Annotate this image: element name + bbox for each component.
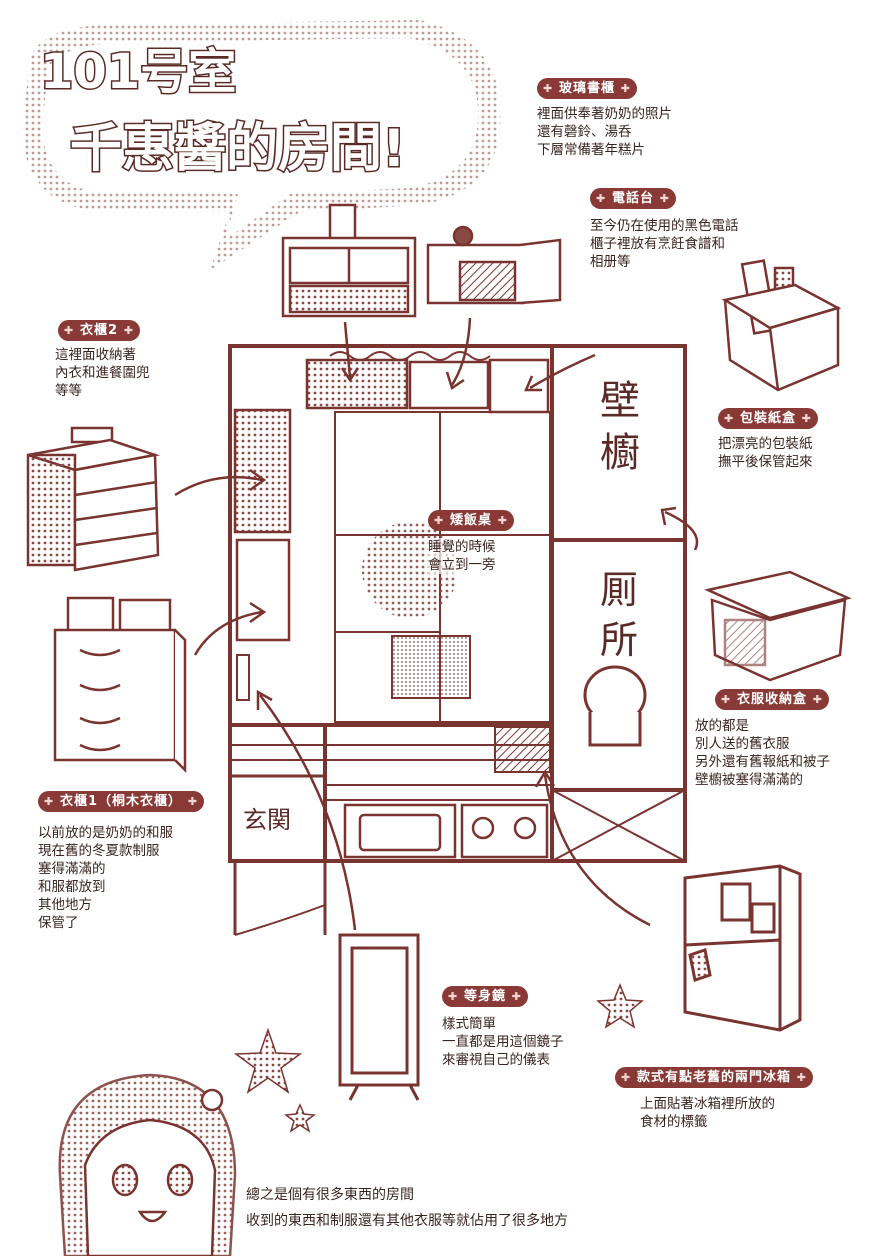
- wardrobe2-tag: 衣櫃2: [58, 320, 141, 341]
- clothes-box-drawing: [704, 570, 852, 682]
- cushion-plan: [391, 635, 471, 699]
- pointer-arrows: [174, 317, 699, 931]
- clothes-box-desc: 放的都是 別人送的舊衣服 另外還有舊報紙和被子 壁櫥被塞得滿滿的: [695, 718, 830, 788]
- wardrobe2-desc: 這裡面收納著 內衣和進餐圍兜 等等: [55, 347, 150, 399]
- title-bubble: [22, 20, 501, 270]
- low-table-desc: 睡覺的時候 會立到一旁: [428, 538, 496, 574]
- page-title-line1: 101号室: [38, 43, 237, 102]
- girl-face-drawing: [58, 1073, 237, 1256]
- fridge-drawing: [683, 864, 802, 1032]
- wrap-box-plan: [488, 358, 550, 414]
- glass-cabinet-tag: 玻璃書櫃: [537, 78, 638, 99]
- mirror-drawing: [338, 933, 420, 1101]
- clothes-box-plan: [494, 726, 551, 773]
- room-closet-label: 壁櫥: [600, 378, 640, 476]
- floor-plan: [228, 344, 687, 863]
- room-entrance-label: 玄関: [243, 806, 291, 834]
- phone-stand-plan: [408, 360, 490, 410]
- glass-cabinet-drawing: [281, 203, 417, 318]
- glass-cabinet-plan: [305, 358, 409, 410]
- wardrobe2-drawing: [26, 426, 160, 572]
- glass-cabinet-desc: 裡面供奉著奶奶的照片 還有磬鈴、湯呑 下層常備著年糕片: [537, 106, 672, 158]
- room-toilet-label: 厠所: [600, 568, 639, 662]
- footer-line1: 總之是個有很多東西的房間: [246, 1187, 414, 1203]
- star-decorations: [233, 982, 644, 1133]
- kitchen: [343, 803, 549, 859]
- wardrobe1-plan: [235, 538, 291, 642]
- wrap-box-desc: 把漂亮的包裝紙 撫平後保管起來: [718, 436, 813, 470]
- wardrobe1-desc: 以前放的是奶奶的和服 現在舊的冬夏款制服 塞得滿滿的 和服都放到 其他地方 保管…: [38, 825, 173, 931]
- wardrobe2-plan: [233, 408, 292, 534]
- wrap-box-tag: 包裝紙盒: [718, 408, 819, 429]
- phone-stand-drawing: [426, 225, 562, 305]
- fridge-desc: 上面貼著冰箱裡所放的 食材的標籤: [640, 1096, 775, 1130]
- mirror-plan: [236, 654, 250, 701]
- fridge-tag: 款式有點老舊的兩門冰箱: [615, 1067, 814, 1088]
- wardrobe1-drawing: [53, 596, 187, 774]
- page-title-line2: 千惠醬的房間!: [69, 118, 408, 181]
- phone-stand-desc: 至今仍在使用的黑色電話 櫃子裡放有烹飪食譜和 相册等: [590, 218, 739, 270]
- wardrobe1-tag: 衣櫃1（桐木衣櫃）: [38, 791, 205, 812]
- footer-line2: 收到的東西和制服還有其他衣服等就佔用了很多地方: [246, 1213, 568, 1229]
- phone-stand-tag: 電話台: [590, 188, 677, 209]
- toilet-plan: [583, 665, 647, 747]
- entrance-door: [233, 861, 327, 936]
- mirror-desc: 樣式簡單 一直都是用這個鏡子 來審視自己的儀表: [442, 1016, 564, 1068]
- clothes-box-tag: 衣服收納盒: [715, 689, 830, 710]
- mirror-tag: 等身鏡: [442, 986, 529, 1007]
- low-table-tag: 矮飯桌: [428, 510, 515, 531]
- wrap-box-drawing: [721, 259, 842, 392]
